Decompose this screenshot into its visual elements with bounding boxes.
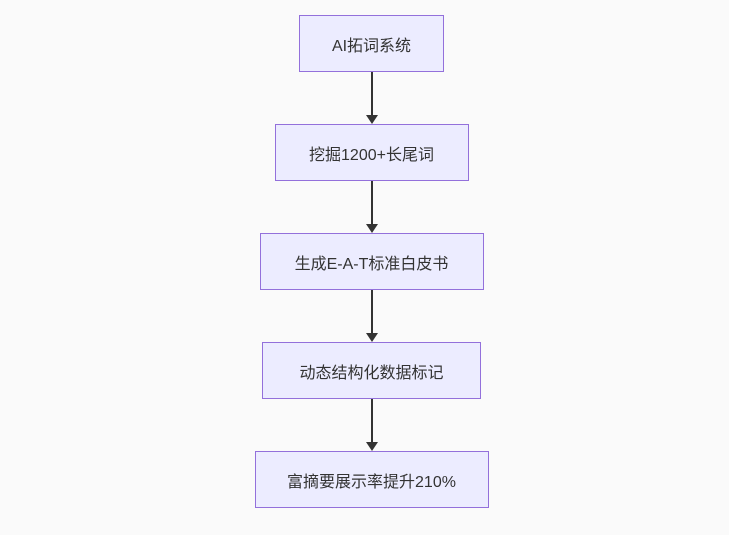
arrow-line bbox=[370, 72, 373, 116]
arrowhead-down-icon bbox=[365, 115, 378, 124]
edge-c-to-d bbox=[365, 290, 378, 342]
arrow-line bbox=[370, 181, 373, 225]
flow-node-label: 挖掘1200+长尾词 bbox=[309, 146, 434, 164]
flowchart: AI拓词系统 挖掘1200+长尾词 生成E-A-T标准白皮书 动态结构化数据标记 bbox=[254, 15, 489, 508]
edge-b-to-c bbox=[365, 181, 378, 233]
arrowhead-down-icon bbox=[365, 224, 378, 233]
flow-node-label: 富摘要展示率提升210% bbox=[287, 473, 456, 491]
flow-node-eat-whitepaper-generation: 生成E-A-T标准白皮书 bbox=[259, 233, 484, 290]
edge-d-to-e bbox=[365, 399, 378, 451]
arrowhead-down-icon bbox=[365, 333, 378, 342]
arrow-line bbox=[370, 399, 373, 443]
flow-node-dynamic-structured-data-markup: 动态结构化数据标记 bbox=[262, 342, 481, 399]
flow-node-label: 动态结构化数据标记 bbox=[299, 364, 444, 382]
arrowhead-down-icon bbox=[365, 442, 378, 451]
edge-a-to-b bbox=[365, 72, 378, 124]
flow-node-ai-word-expansion-system: AI拓词系统 bbox=[299, 15, 444, 72]
flow-node-label: 生成E-A-T标准白皮书 bbox=[294, 255, 449, 273]
flow-node-label: AI拓词系统 bbox=[331, 37, 412, 55]
flow-node-rich-snippet-rate-increase: 富摘要展示率提升210% bbox=[254, 451, 489, 508]
arrow-line bbox=[370, 290, 373, 334]
flow-node-longtail-keyword-mining: 挖掘1200+长尾词 bbox=[274, 124, 469, 181]
